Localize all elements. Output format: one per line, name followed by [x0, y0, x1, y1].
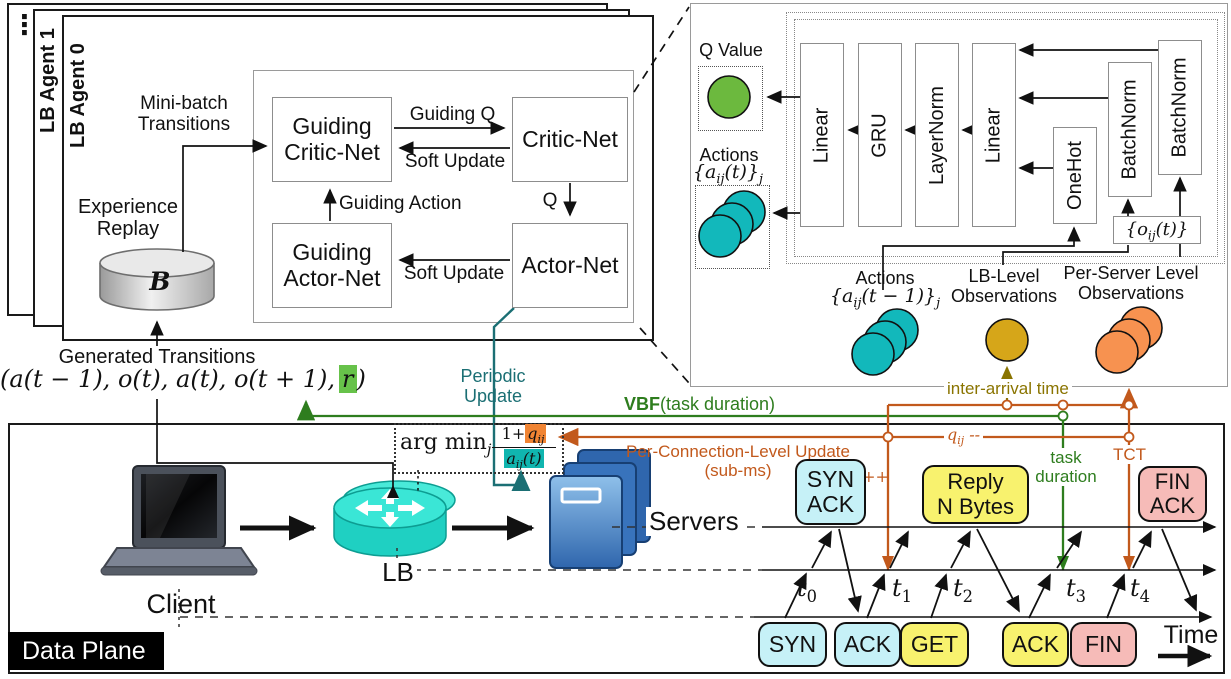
argmin-numerator: 1+qij	[501, 424, 547, 447]
q-value-dotted-box	[698, 66, 763, 131]
msg-get: GET	[900, 622, 969, 667]
actions-t-label: Actions	[699, 145, 759, 165]
critic-label: Critic-Net	[522, 125, 618, 152]
guiding-actor-line1: Guiding	[292, 238, 372, 265]
guiding-actor-line2: Actor-Net	[283, 264, 381, 291]
agents-ellipsis: ⋮	[11, 10, 38, 40]
servers-label: Servers	[646, 506, 742, 537]
actions-prev-math: {aij(t − 1)}j	[829, 285, 941, 311]
transition-tuple-formula: (a(t − 1), o(t), a(t), o(t + 1),r)	[0, 365, 366, 393]
layer-batchnorm-2: BatchNorm	[1158, 40, 1202, 175]
actions-t-dotted-box	[695, 185, 770, 269]
guiding-critic-line2: Critic-Net	[284, 138, 380, 165]
reward-highlight: r	[339, 365, 357, 393]
layer-layernorm: LayerNorm	[915, 43, 959, 227]
lb-label: LB	[379, 557, 417, 588]
time-label: Time	[1163, 621, 1219, 649]
per-connection-update-label: Per-Connection-Level Update(sub-ms)	[626, 442, 850, 481]
tuple-suffix: )	[356, 365, 366, 393]
q-value-label: Q Value	[699, 40, 763, 60]
client-label: Client	[146, 589, 216, 619]
argmin-denominator: aij(t)	[504, 449, 544, 472]
generated-transitions-title: Generated Transitions	[58, 346, 256, 368]
tick-t2: t2	[953, 574, 974, 606]
fraction-bar	[492, 447, 556, 449]
tick-t1: t1	[892, 574, 913, 606]
tick-t4: t4	[1130, 574, 1151, 606]
actor-label: Actor-Net	[521, 251, 619, 278]
argmin-operator: arg minj	[400, 430, 492, 459]
msg-fin: FIN	[1070, 622, 1137, 667]
layer-linear-1: Linear	[800, 43, 844, 227]
actor-net-box: Actor-Net	[512, 223, 628, 308]
soft-update-top-label: Soft Update	[404, 151, 506, 172]
data-plane-label: Data Plane	[8, 632, 164, 670]
msg-ack-1: ACK	[834, 622, 901, 667]
msg-syn: SYN	[758, 622, 827, 667]
soft-update-bottom-label: Soft Update	[403, 263, 505, 284]
guiding-action-label: Guiding Action	[339, 193, 462, 214]
agent0-label: LB Agent 0	[67, 43, 89, 148]
msg-ack-2: ACK	[1002, 622, 1069, 667]
guiding-critic-line1: Guiding	[292, 112, 372, 139]
tick-t3: t3	[1066, 574, 1087, 606]
agent1-label: LB Agent 1	[37, 28, 59, 133]
layer-batchnorm-1: BatchNorm	[1108, 62, 1152, 197]
tuple-prefix: (a(t − 1), o(t), a(t), o(t + 1),	[0, 365, 336, 393]
q-arrow-label: Q	[542, 190, 558, 211]
qij-dec-label: qij --	[944, 426, 984, 448]
obs-oij-box: {oij(t)}	[1113, 216, 1201, 244]
periodic-update-label: Periodic Update	[460, 366, 526, 407]
actions-t-math: {aij(t)}j	[692, 161, 764, 187]
vbf-label: VBF(task duration)	[624, 394, 776, 414]
guiding-critic-net-box: Guiding Critic-Net	[272, 97, 392, 182]
guiding-actor-net-box: Guiding Actor-Net	[272, 223, 392, 308]
argmin-box	[394, 423, 564, 474]
tct-label: TCT	[1110, 445, 1150, 465]
replay-buffer-symbol: B	[149, 267, 171, 296]
critic-net-box: Critic-Net	[512, 97, 628, 182]
inter-arrival-label: inter-arrival time	[944, 379, 1072, 399]
guiding-q-label: Guiding Q	[409, 104, 496, 125]
layer-gru: GRU	[858, 43, 902, 227]
data-plane-box	[8, 423, 1225, 674]
layer-linear-2: Linear	[972, 43, 1016, 227]
argmin-fraction: 1+qij aij(t)	[492, 424, 556, 471]
layer-onehot: OneHot	[1053, 127, 1097, 224]
tick-t0: t0	[797, 574, 818, 606]
